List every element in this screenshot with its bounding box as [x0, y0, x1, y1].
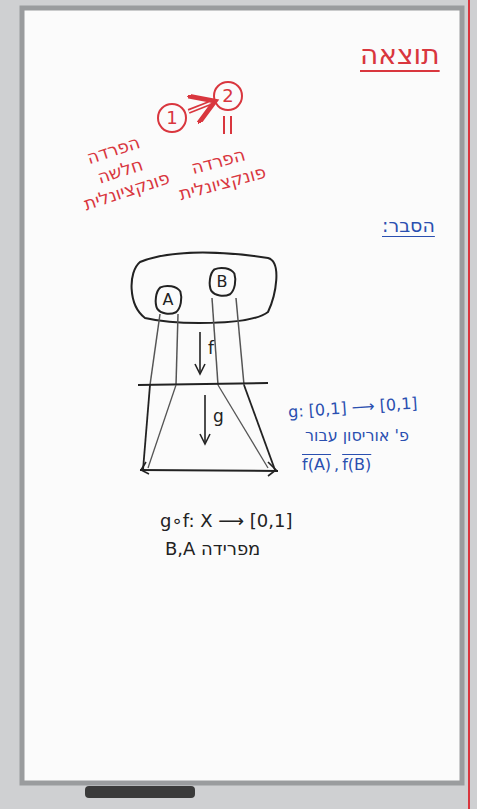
image-line [176, 314, 178, 385]
blob-outline [209, 268, 235, 296]
note-text: פ' אוריסון עבור [305, 426, 409, 445]
map-arrow [199, 332, 201, 372]
blob-outline [155, 286, 181, 314]
section-heading: הסבר: [382, 214, 435, 237]
circled-number: 1 [157, 103, 187, 133]
image-line [148, 385, 176, 468]
image-line [244, 385, 275, 470]
space-blob [132, 253, 277, 323]
node-text: A [163, 291, 174, 309]
image-line [218, 385, 268, 468]
map-arrowhead [200, 434, 210, 444]
closure-set: f(B) [342, 455, 371, 474]
unit-interval-line [140, 470, 278, 471]
node-text: 1 [166, 108, 177, 128]
equals-sign [230, 116, 232, 134]
endpoint-arrowhead [268, 462, 276, 476]
marker-tray [85, 786, 195, 798]
subset-blob: A [155, 285, 182, 315]
note-text: B,A מפרידה [165, 538, 260, 560]
title: תוצאה [360, 38, 440, 72]
map-name: g [213, 406, 224, 426]
subset-blob: B [209, 267, 236, 297]
endpoint-arrowhead [141, 462, 149, 474]
equals-sign [223, 116, 225, 134]
note-text: הפרדה פונקציונלית [174, 140, 268, 204]
interval-line [138, 383, 268, 385]
implication-arrow [189, 103, 210, 111]
formula: g∘f: X ⟶ [0,1] [160, 510, 292, 532]
image-line [236, 298, 244, 385]
node-text: B [217, 273, 228, 291]
map-name: f [208, 338, 214, 358]
map-arrow [204, 395, 206, 442]
note-text: הפרדה חלשה פונקציונלית [62, 124, 177, 217]
formula: g: [0,1] ⟶ [0,1] [287, 394, 418, 422]
circled-number: 2 [213, 81, 243, 111]
map-arrowhead [195, 364, 205, 374]
closure-set: f(A) [302, 455, 331, 474]
image-line [143, 385, 150, 470]
double-line-gap [189, 103, 210, 111]
separator: , [334, 455, 339, 474]
node-text: 2 [222, 86, 233, 106]
image-line [150, 314, 160, 385]
red-edge-line [468, 0, 470, 809]
board [22, 8, 462, 783]
